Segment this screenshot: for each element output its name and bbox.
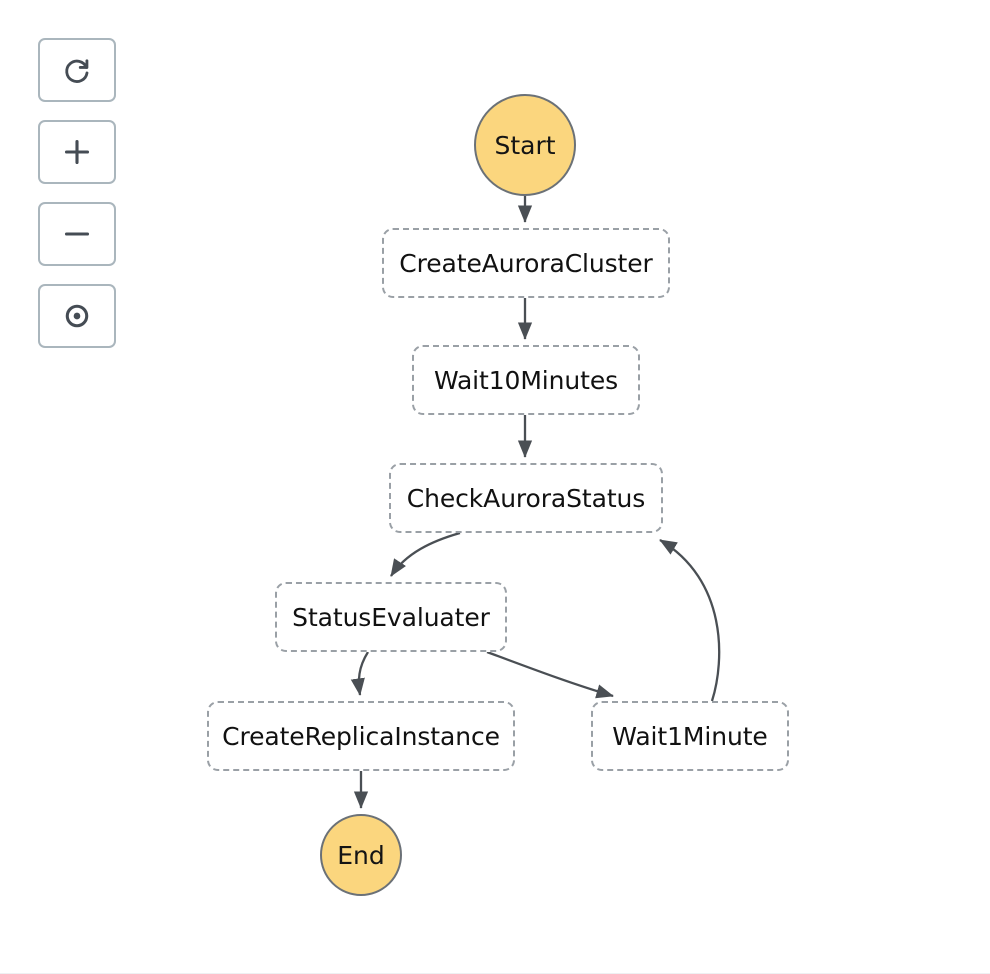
minus-icon [60,217,94,251]
node-label: CreateReplicaInstance [222,721,500,751]
zoom-out-button[interactable] [38,202,116,266]
fit-view-button[interactable] [38,284,116,348]
node-label: Wait10Minutes [433,365,619,395]
node-start[interactable]: Start [474,94,576,196]
node-label: CreateAuroraCluster [399,248,653,278]
plus-icon [60,135,94,169]
edge-statusevaluater-to-createreplicainstance [350,651,369,696]
refresh-icon [60,53,94,87]
node-createauroracluster[interactable]: CreateAuroraCluster [382,228,670,298]
edge-statusevaluater-to-wait1minute [486,650,614,699]
node-label: End [337,840,385,870]
graph-controls-panel [38,38,116,348]
node-wait10minutes[interactable]: Wait10Minutes [412,345,640,415]
zoom-in-button[interactable] [38,120,116,184]
node-end[interactable]: End [320,814,402,896]
node-label: StatusEvaluater [292,602,490,632]
edge-wait1minute-to-checkaurorastatus [659,539,721,702]
reset-view-button[interactable] [38,38,116,102]
edge-checkaurorastatus-to-statusevaluater [390,531,461,577]
node-label: Start [494,130,556,160]
node-statusevaluater[interactable]: StatusEvaluater [275,582,507,652]
node-label: Wait1Minute [612,721,768,751]
node-createreplicainstance[interactable]: CreateReplicaInstance [207,701,515,771]
node-checkaurorastatus[interactable]: CheckAuroraStatus [389,463,663,533]
target-icon [61,300,93,332]
node-wait1minute[interactable]: Wait1Minute [591,701,789,771]
node-label: CheckAuroraStatus [406,483,646,513]
